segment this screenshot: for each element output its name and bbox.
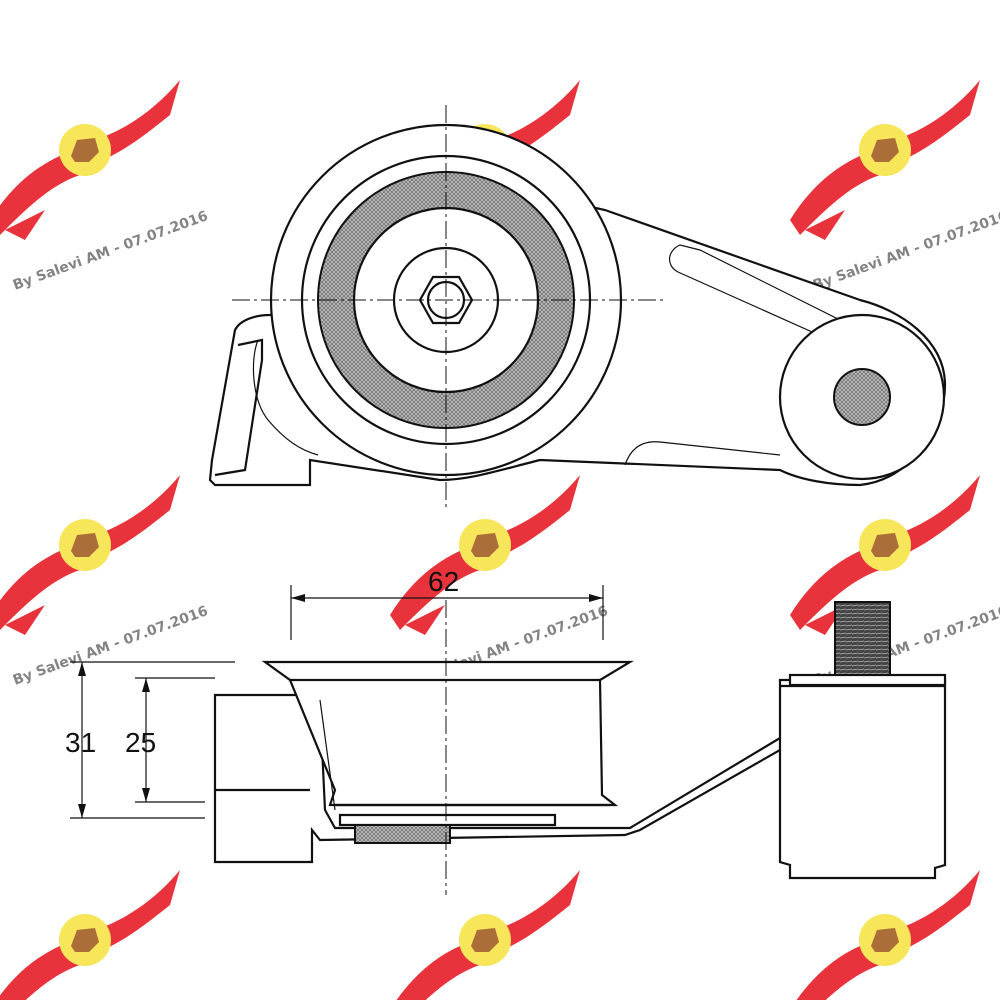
dim-arrow: [291, 594, 305, 602]
dim-arrow: [142, 678, 150, 692]
bushing-plate: [338, 813, 557, 827]
threaded-stud: [834, 601, 891, 676]
watermark-badge: [390, 475, 580, 635]
arm-lower-slot: [624, 441, 781, 466]
watermark-text: By Salevi AM - 07.07.2016: [11, 208, 210, 294]
watermark-badge: [790, 870, 980, 1000]
bushing: [354, 824, 451, 844]
watermark-badge: [790, 80, 980, 240]
dimension-outer-height-label: 31: [65, 727, 96, 758]
dim-arrow: [142, 788, 150, 802]
dimension-width-label: 62: [428, 566, 459, 597]
watermark-badge: [390, 870, 580, 1000]
dim-arrow: [78, 662, 86, 676]
dim-arrow: [589, 594, 603, 602]
watermark-text: By Salevi AM - 07.07.2016: [11, 603, 210, 689]
pulley-inner-wall: [319, 699, 336, 811]
dimension-layer: 62 31 25: [65, 566, 604, 819]
watermark-text: By Salevi AM - 07.07.2016: [811, 208, 1000, 294]
bracket-outline: [214, 338, 264, 477]
dim-arrow: [78, 804, 86, 818]
pulley-profile: [261, 660, 634, 807]
side-view: [213, 600, 947, 895]
watermark-badge: [0, 870, 180, 1000]
pivot-column: [778, 678, 947, 880]
watermark-badge: [0, 475, 180, 635]
watermark-badge: [0, 80, 180, 240]
pivot-bolt: [833, 368, 891, 426]
column-top: [788, 673, 947, 687]
top-view: [208, 105, 947, 510]
bracket-inner: [252, 339, 319, 456]
dimension-inner-height-label: 25: [125, 727, 156, 758]
